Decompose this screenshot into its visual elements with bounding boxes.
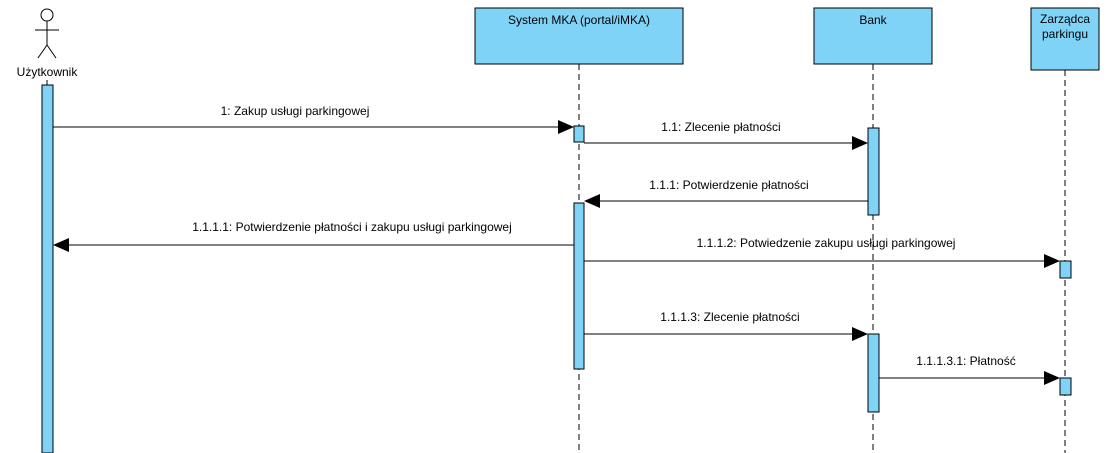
participant-bank-box xyxy=(813,7,933,65)
message-1-1-1-label: 1.1.1: Potwierdzenie płatności xyxy=(649,178,808,192)
message-1-1-1-3-1-arrowhead xyxy=(1044,371,1060,385)
activation-user xyxy=(41,84,54,453)
message-1-1-1-1-label: 1.1.1.1: Potwierdzenie płatności i zakup… xyxy=(192,220,512,234)
message-1-label: 1: Zakup usługi parkingowej xyxy=(221,104,370,118)
message-1-1-label: 1.1: Zlecenie płatności xyxy=(661,120,780,134)
message-1-1-arrowhead xyxy=(852,136,868,150)
participant-parking-box xyxy=(1030,7,1100,71)
activation-bank-2 xyxy=(867,333,880,413)
message-1-1-1-3-arrowhead xyxy=(852,327,868,341)
activation-bank-1 xyxy=(867,127,880,216)
activation-parking-1 xyxy=(1059,260,1072,279)
message-1-1-1-3-label: 1.1.1.3: Zlecenie płatności xyxy=(660,310,799,324)
message-1-1-1-1-arrowhead xyxy=(53,238,69,252)
participant-bank-label: Bank xyxy=(859,13,887,27)
activation-system-2 xyxy=(573,202,585,370)
message-1-1-1-3-1-label: 1.1.1.3.1: Płatność xyxy=(916,354,1015,368)
participant-system-box xyxy=(474,7,684,65)
activation-parking-2 xyxy=(1059,377,1072,396)
participant-system-label: System MKA (portal/iMKA) xyxy=(508,13,650,27)
participant-parking-label-line2: parkingu xyxy=(1042,27,1088,41)
message-1-1-1-2-label: 1.1.1.2: Potwiedzenie zakupu usługi park… xyxy=(697,236,956,250)
message-1-1-1-arrowhead xyxy=(584,194,600,208)
participant-parking-label-line1: Zarządca xyxy=(1040,12,1090,26)
actor-user-icon xyxy=(35,8,59,59)
actor-user-label: Użytkownik xyxy=(17,65,79,79)
activation-system-1 xyxy=(573,125,585,143)
message-1-1-1-2-arrowhead xyxy=(1044,254,1060,268)
message-1-arrowhead xyxy=(558,120,574,134)
